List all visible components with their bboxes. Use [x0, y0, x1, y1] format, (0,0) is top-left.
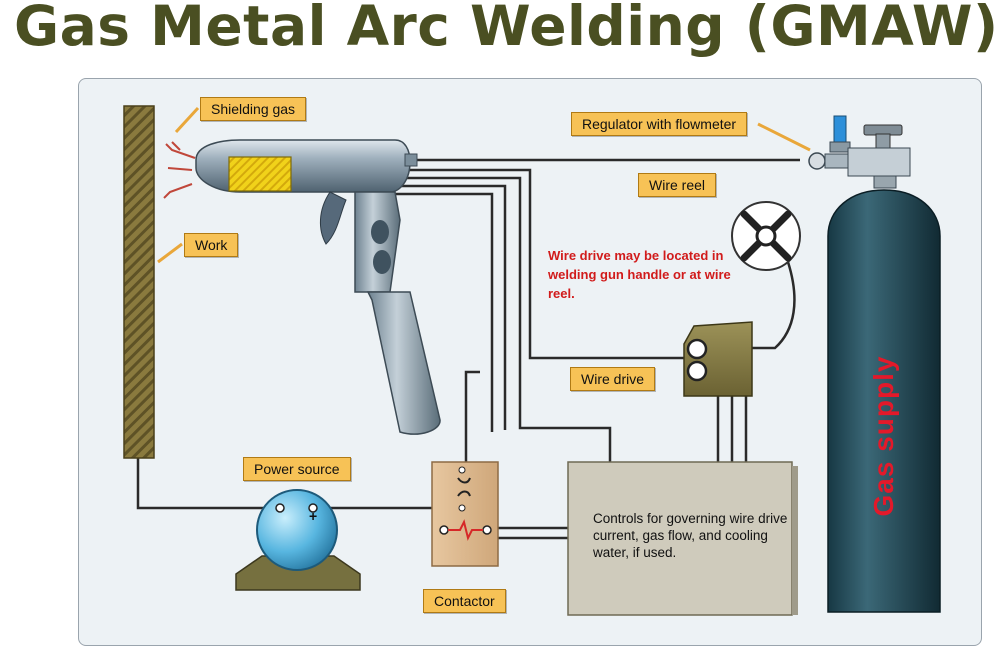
label-gas-supply: Gas supply	[868, 355, 899, 517]
label-shielding-gas: Shielding gas	[200, 97, 307, 121]
work-piece	[123, 105, 155, 459]
label-contactor: Contactor	[423, 589, 506, 613]
wire-reel	[731, 201, 801, 271]
label-power-source: Power source	[243, 457, 351, 481]
gas-flow-arrows	[163, 141, 196, 199]
label-work: Work	[184, 233, 239, 257]
label-wire-reel: Wire reel	[638, 173, 717, 197]
contactor	[431, 461, 499, 567]
regulator-flowmeter	[808, 115, 911, 189]
page-title: Gas Metal Arc Welding (GMAW)	[14, 0, 999, 58]
welding-gun	[195, 139, 441, 435]
wiring	[136, 158, 800, 540]
controls-box	[567, 461, 793, 616]
power-plus-symbol: +	[309, 508, 318, 524]
gun-wire-feed-section	[228, 156, 292, 192]
label-pointers	[157, 106, 811, 264]
controls-description: Controls for governing wire drive curren…	[593, 511, 788, 560]
wire-drive-note: Wire drive may be located in welding gun…	[548, 248, 731, 301]
power-source	[235, 489, 361, 591]
gas-cylinder	[827, 189, 941, 613]
label-wire-drive: Wire drive	[570, 367, 656, 391]
wire-drive	[683, 321, 753, 397]
label-regulator: Regulator with flowmeter	[571, 112, 748, 136]
